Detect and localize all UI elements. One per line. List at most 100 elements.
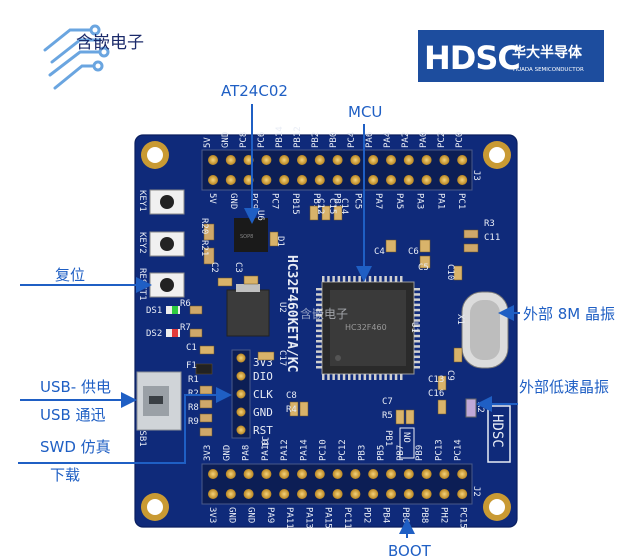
mcu-lead [414, 360, 420, 364]
mcu-lead [414, 324, 420, 327]
j3-inner-label: PA7 [373, 193, 383, 209]
callout-usb-power: USB- 供电 [40, 378, 111, 396]
j2-inner-label: PD2 [361, 507, 371, 523]
reset-button [149, 272, 185, 298]
j2-inner-label: GND [246, 507, 256, 523]
j3-pin [457, 175, 468, 185]
component-label: C7 [382, 397, 393, 407]
j3-pin [350, 175, 361, 185]
j3-pin [208, 175, 218, 185]
j3-label: PC4 [347, 132, 357, 148]
brand-logo: 含嵌电子 [43, 24, 144, 90]
j2-pin [403, 489, 414, 499]
j3-pin [208, 155, 218, 165]
j3-inner-label: PA5 [394, 193, 404, 209]
j2-pin [208, 489, 218, 499]
component-label: U6 [255, 210, 265, 221]
j2-inner-label: PC15 [458, 507, 468, 529]
j2-label: PC14 [454, 439, 464, 461]
j2-label: PA8 [242, 445, 252, 461]
j2-inner-label: PA13 [303, 507, 313, 529]
j2-pin [297, 469, 307, 479]
passive-component [203, 223, 215, 241]
component-label: C13 [428, 375, 444, 385]
j2-pin [421, 489, 432, 499]
mcu-lead [363, 374, 367, 380]
component-label: U2 [277, 302, 287, 313]
j3-pin [279, 155, 290, 165]
mcu-lead [316, 288, 322, 291]
component-label: R6 [180, 299, 191, 309]
j3-pin [421, 155, 432, 165]
callout-at24c02: AT24C02 [221, 82, 288, 100]
callout-mcu: MCU [348, 103, 382, 121]
passive-component [289, 401, 299, 417]
swd-label-clk: CLK [253, 388, 273, 401]
passive-component [463, 229, 479, 239]
component-label: J3 [471, 170, 481, 181]
j3-pin [279, 175, 290, 185]
component-label: R20 [199, 218, 209, 234]
passive-component [199, 399, 213, 409]
j2-pin [279, 489, 290, 499]
passive-component [437, 375, 447, 391]
passive-component [217, 277, 233, 287]
j2-label: PC12 [338, 439, 348, 461]
mcu-lead [414, 340, 420, 343]
component-label: C15 [327, 198, 337, 214]
j2-pin [225, 489, 236, 499]
at24c02-chip: SOP8 [234, 218, 268, 252]
j3-label: PB0 [329, 132, 339, 148]
label-no: NO [401, 432, 411, 443]
j2-pin [261, 469, 272, 479]
component-label: C4 [374, 247, 385, 257]
mcu-lead [322, 374, 325, 380]
j2-label: PB9 [415, 445, 425, 461]
j2-pin [457, 489, 468, 499]
mcu-lead [379, 374, 382, 380]
j2-label: GND [222, 445, 232, 461]
j2-pin [243, 489, 254, 499]
mcu-lead [316, 319, 322, 322]
mcu-lead [316, 308, 322, 312]
hdsc-mark: HDSC [424, 39, 520, 77]
j2-pin [332, 489, 343, 499]
j3-label: PB12 [293, 126, 303, 148]
mcu-lead [348, 276, 351, 282]
mcu-lead [379, 276, 382, 282]
j2-pin [314, 469, 325, 479]
component-label: R21 [199, 240, 209, 256]
crystal-x1 [461, 291, 509, 369]
j3-pin [386, 155, 396, 165]
j3-pin [421, 175, 432, 185]
mcu-lead [384, 276, 387, 282]
j3-inner-label: PC5 [352, 193, 362, 209]
j3-pin [314, 175, 325, 185]
passive-component [269, 231, 279, 247]
j2-pin [332, 469, 343, 479]
boot-jumper: NO [399, 427, 415, 459]
mcu-lead [337, 276, 341, 282]
j2-pin [314, 489, 325, 499]
mcu-lead [414, 298, 420, 301]
mcu-lead [400, 374, 403, 380]
mcu-lead [414, 314, 420, 317]
component-label: R4 [286, 405, 297, 415]
mounting-hole-tr [483, 141, 511, 169]
mcu-lead [384, 374, 387, 380]
passive-component [321, 205, 331, 221]
mcu-lead [414, 345, 420, 348]
mcu-lead [316, 293, 322, 296]
component-label: C8 [286, 391, 297, 401]
passive-component [189, 328, 203, 338]
j2-inner-label: PB6 [400, 507, 410, 523]
hdsc-english-name: HUADA SEMICONDUCTOR [513, 67, 584, 73]
passive-component [199, 413, 213, 423]
j2-pin [439, 489, 450, 499]
callout-crystal-low: 外部低速晶振 [519, 378, 609, 396]
j3-pin [368, 175, 379, 185]
j3-label: PA4 [383, 132, 393, 148]
